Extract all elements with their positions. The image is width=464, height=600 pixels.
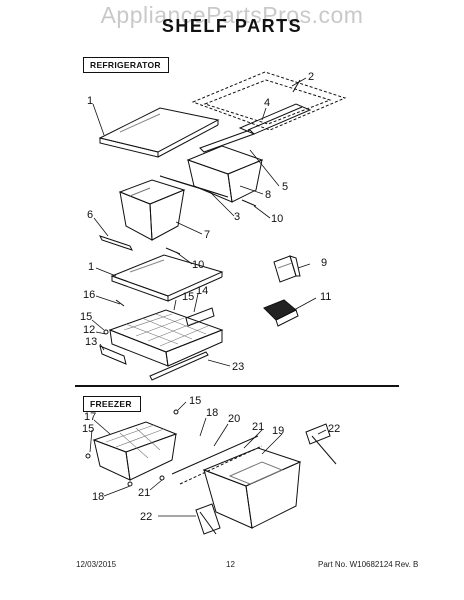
- watermark: AppliancePartsPros.com: [100, 2, 364, 28]
- deli-drawer: [186, 145, 264, 203]
- callout-15: 15: [189, 395, 201, 407]
- callout-2: 2: [308, 71, 314, 83]
- page-title: SHELF PARTS: [161, 16, 303, 36]
- callout-17: 17: [84, 411, 96, 423]
- humidity-drawer: [108, 309, 224, 367]
- slide-bracket: [305, 423, 337, 465]
- callout-1: 1: [87, 95, 93, 107]
- callout-8: 8: [265, 189, 271, 201]
- crisper-rail: [99, 235, 133, 251]
- section-divider: [75, 385, 399, 387]
- callout-16: 16: [83, 289, 95, 301]
- small-part: [241, 199, 257, 207]
- slide-bracket: [195, 503, 221, 535]
- callout-19: 19: [272, 425, 284, 437]
- glass-shelf-top: [98, 107, 220, 158]
- light-cover: [273, 255, 301, 283]
- freezer-rail: [171, 435, 259, 475]
- callout-21: 21: [138, 487, 150, 499]
- refrigerator-section-label: REFRIGERATOR: [83, 57, 169, 73]
- callout-18: 18: [92, 491, 104, 503]
- callout-5: 5: [282, 181, 288, 193]
- footer-part-number: Part No. W10682124 Rev. B: [318, 560, 419, 569]
- callout-10: 10: [271, 213, 283, 225]
- drawer-cover: [159, 175, 229, 198]
- callout-14: 14: [196, 285, 208, 297]
- callout-21: 21: [252, 421, 264, 433]
- drawer-rail: [199, 129, 255, 153]
- callout-22: 22: [140, 511, 152, 523]
- callout-12: 12: [83, 324, 95, 336]
- shelf-trim: [238, 103, 312, 135]
- callout-3: 3: [234, 211, 240, 223]
- footer-date: 12/03/2015: [76, 560, 117, 569]
- callout-15: 15: [182, 291, 194, 303]
- trim-bar: [149, 351, 209, 381]
- callout-1: 1: [88, 261, 94, 273]
- callout-18: 18: [206, 407, 218, 419]
- footer-page-number: 12: [226, 560, 235, 569]
- callout-11: 11: [320, 291, 331, 303]
- end-cap: [99, 345, 127, 365]
- freezer-section-label: FREEZER: [83, 396, 141, 412]
- glass-shelf-middle: [110, 254, 224, 302]
- callout-23: 23: [232, 361, 244, 373]
- freezer-peg: [159, 475, 165, 481]
- freezer-basket-large: [202, 447, 302, 529]
- callout-15: 15: [80, 311, 92, 323]
- leader-lines: [89, 77, 327, 517]
- shelf-clip: [115, 299, 125, 307]
- callout-20: 20: [228, 413, 240, 425]
- freezer-peg: [85, 453, 91, 459]
- callout-6: 6: [87, 209, 93, 221]
- cap-part: [263, 299, 299, 327]
- callout-7: 7: [204, 229, 210, 241]
- callout-15: 15: [82, 423, 94, 435]
- shelf-bracket: [185, 307, 215, 327]
- crisper-bin: [118, 179, 186, 241]
- freezer-peg: [127, 481, 133, 487]
- callout-10: 10: [192, 259, 204, 271]
- shelf-frame: [191, 71, 347, 131]
- callout-22: 22: [328, 423, 340, 435]
- callout-9: 9: [321, 257, 327, 269]
- freezer-basket-small: [92, 421, 178, 481]
- callout-13: 13: [85, 336, 97, 348]
- freezer-peg: [173, 409, 179, 415]
- callout-4: 4: [264, 97, 270, 109]
